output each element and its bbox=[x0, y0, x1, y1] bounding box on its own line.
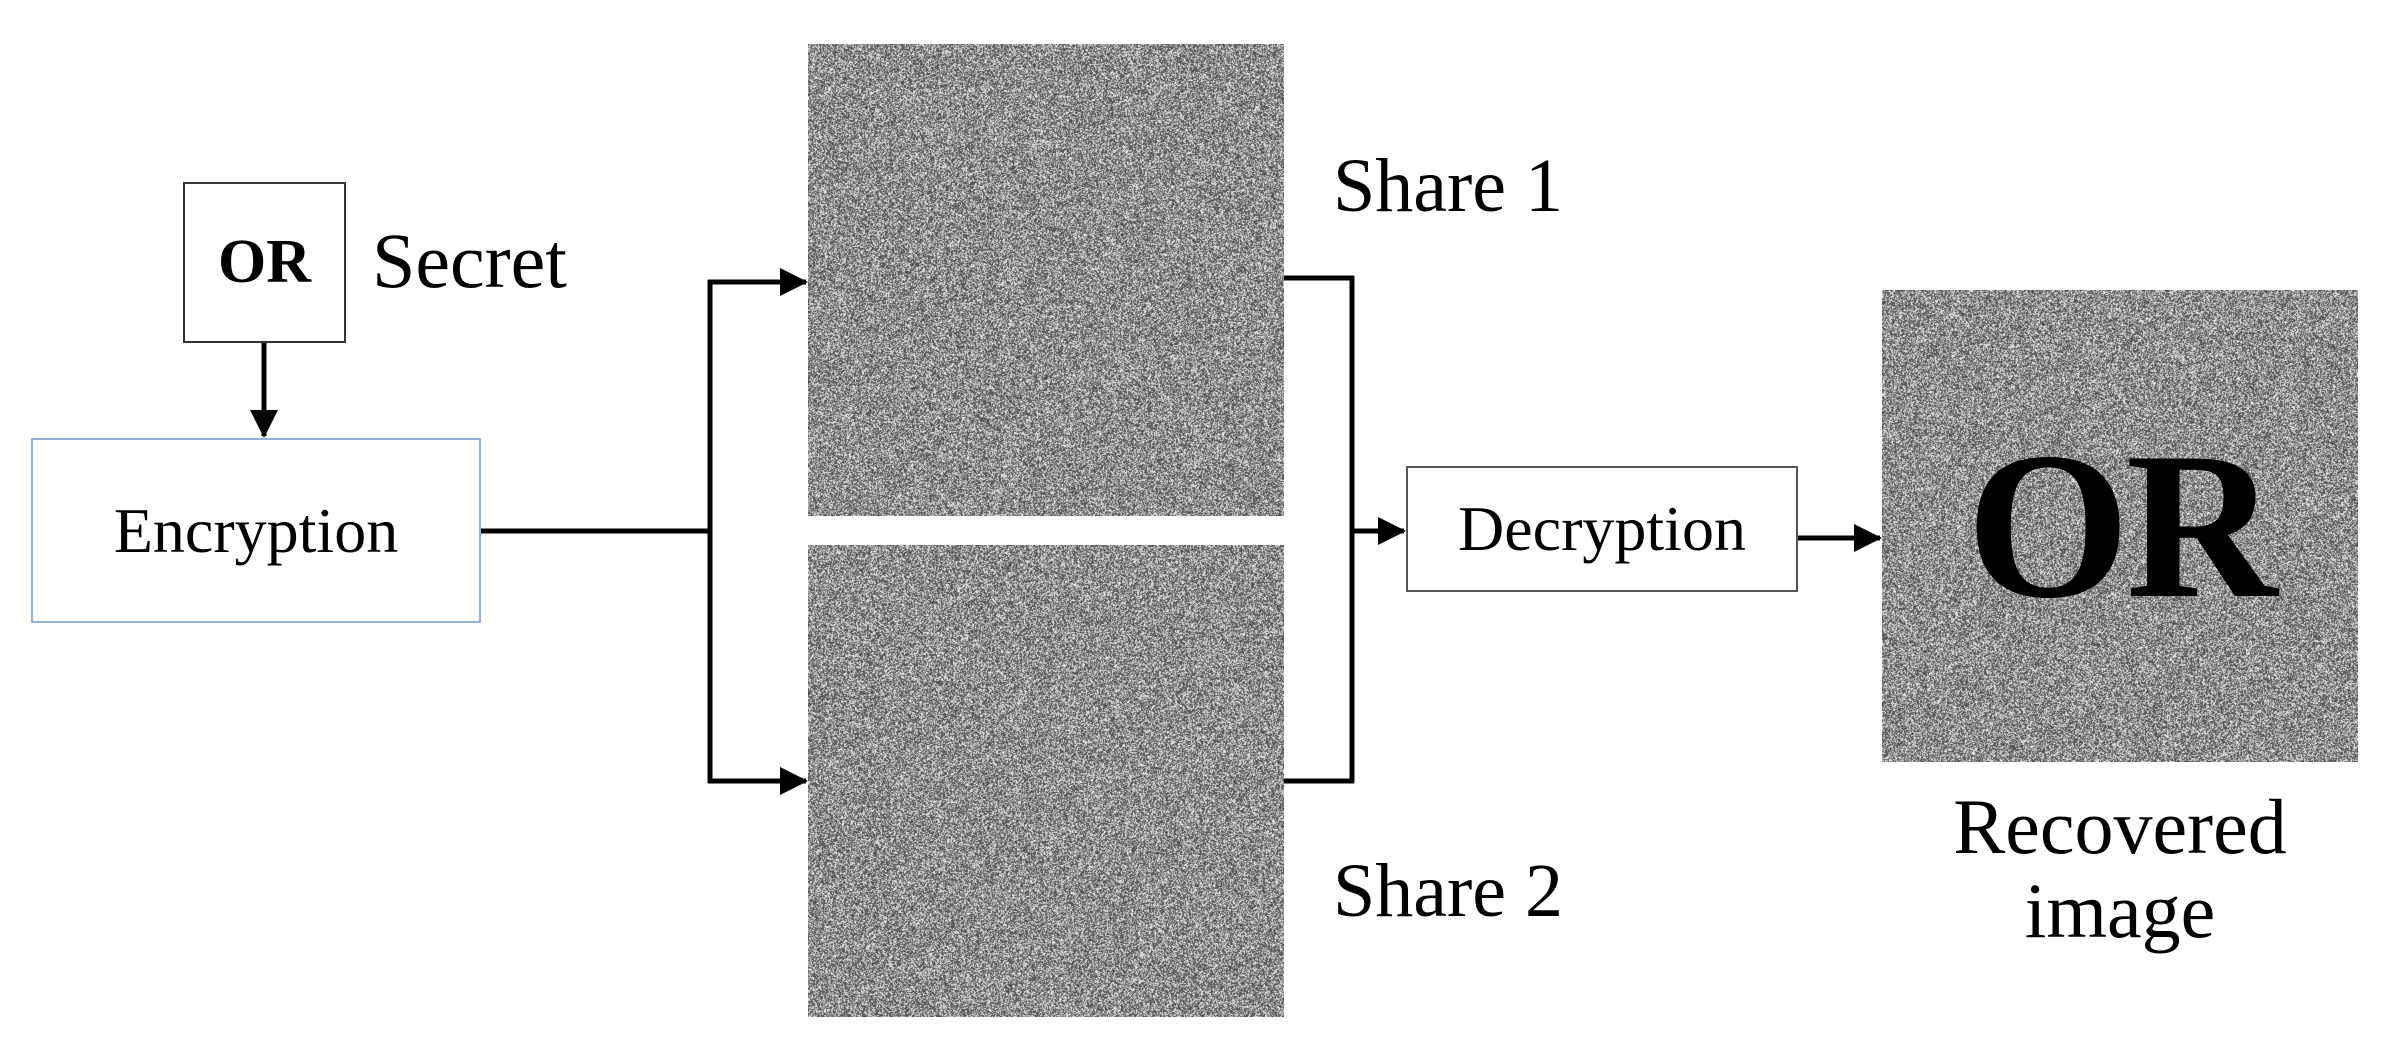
share1-label: Share 1 bbox=[1333, 144, 1564, 228]
secret-label: Secret bbox=[372, 217, 567, 304]
decryption-box: Decryption bbox=[1406, 466, 1798, 592]
recovered-noise-image bbox=[1882, 290, 2358, 762]
recovered-label: Recovered image bbox=[1953, 783, 2287, 955]
recovered-secret-text: OR bbox=[1966, 409, 2278, 642]
share1-noise-image bbox=[808, 44, 1284, 516]
encryption-box: Encryption bbox=[31, 438, 481, 623]
share2-noise-image bbox=[808, 545, 1284, 1017]
share2-label: Share 2 bbox=[1333, 849, 1564, 933]
secret-box: OR bbox=[183, 182, 346, 343]
